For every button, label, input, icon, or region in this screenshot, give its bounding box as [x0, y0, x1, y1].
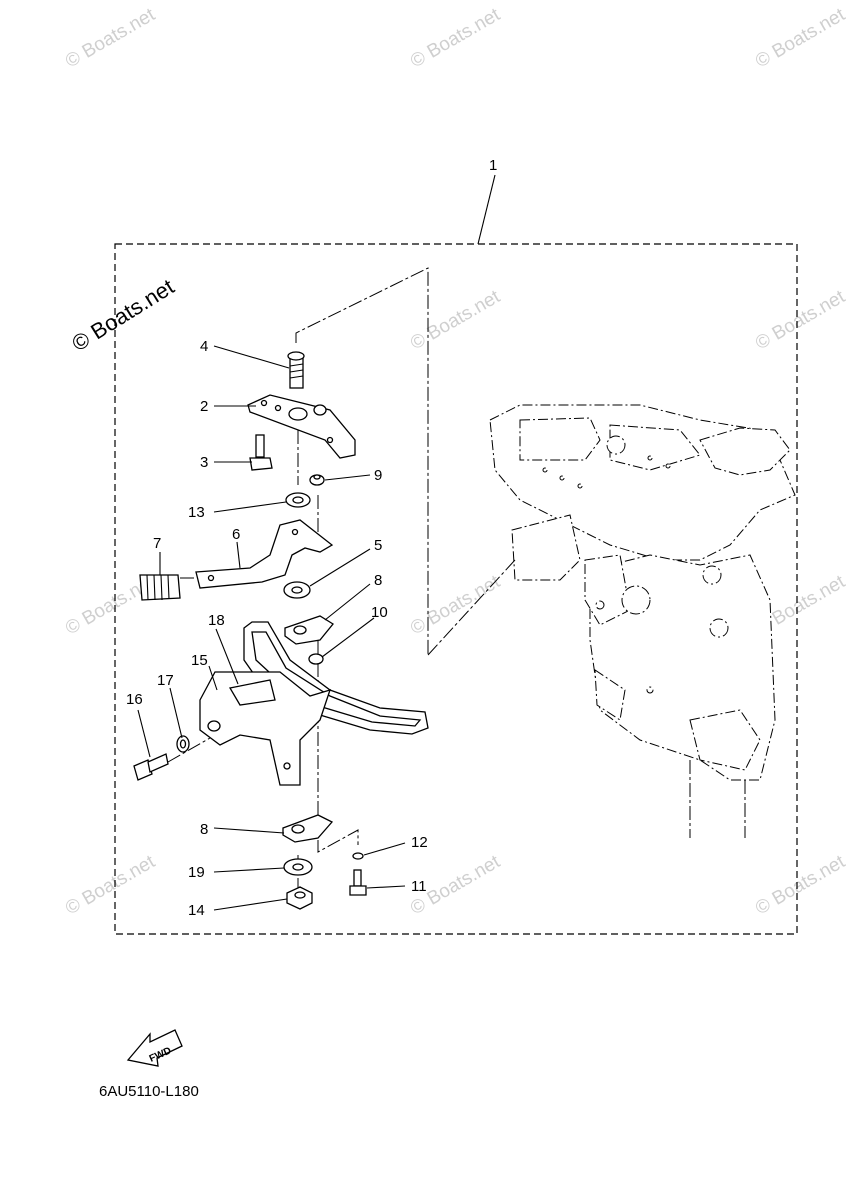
- callout-18: 18: [208, 612, 225, 629]
- part-5-washer: [283, 581, 311, 599]
- part-7-grip: [139, 574, 181, 601]
- part-17-washer: [176, 735, 190, 753]
- callout-19: 19: [188, 864, 205, 881]
- callout-16: 16: [126, 691, 143, 708]
- part-8-grommet-lower: [282, 814, 334, 843]
- callout-2: 2: [200, 398, 208, 415]
- callout-15: 15: [191, 652, 208, 669]
- part-6-link-plate: [195, 519, 334, 589]
- engine-housing: [489, 404, 796, 838]
- part-4-bolt: [287, 351, 305, 389]
- part-2-bracket: [247, 394, 356, 459]
- callout-12: 12: [411, 834, 428, 851]
- watermark: © Boats.net: [62, 851, 159, 919]
- watermark: © Boats.net: [752, 851, 849, 919]
- callout-8-upper: 8: [374, 572, 382, 589]
- watermark: © Boats.net: [407, 571, 504, 639]
- callout-6: 6: [232, 526, 240, 543]
- watermark: © Boats.net: [752, 286, 849, 354]
- callout-5: 5: [374, 537, 382, 554]
- callout-7: 7: [153, 535, 161, 552]
- watermark: © Boats.net: [752, 4, 849, 72]
- diagram-code: 6AU5110-L180: [99, 1083, 199, 1100]
- part-3-screw: [249, 434, 273, 471]
- callout-3: 3: [200, 454, 208, 471]
- part-9-collar: [309, 474, 325, 486]
- callout-leaders: [137, 345, 406, 911]
- watermark: © Boats.net: [62, 4, 159, 72]
- part-19-washer: [283, 858, 313, 876]
- part-16-bolt: [133, 753, 169, 781]
- part-15-bracket: [199, 671, 332, 786]
- part-14-nut: [286, 886, 313, 910]
- watermark-main: © Boats.net: [67, 274, 178, 356]
- watermark: © Boats.net: [407, 4, 504, 72]
- part-12-washer: [352, 852, 364, 860]
- callout-11: 11: [411, 878, 427, 895]
- assembly-frame: [114, 243, 798, 935]
- callout-14: 14: [188, 902, 205, 919]
- callout-10: 10: [371, 604, 388, 621]
- part-8-grommet-upper: [284, 615, 334, 645]
- part-13-washer: [285, 492, 311, 508]
- callout-17: 17: [157, 672, 174, 689]
- callout-13: 13: [188, 504, 205, 521]
- fwd-arrow: FWD: [126, 1029, 183, 1067]
- callout-4: 4: [200, 338, 208, 355]
- part-10-collar: [308, 653, 324, 665]
- part-11-screw: [349, 869, 367, 896]
- callout-9: 9: [374, 467, 382, 484]
- callout-1: 1: [489, 157, 497, 174]
- watermark: © Boats.net: [407, 286, 504, 354]
- callout-8-lower: 8: [200, 821, 208, 838]
